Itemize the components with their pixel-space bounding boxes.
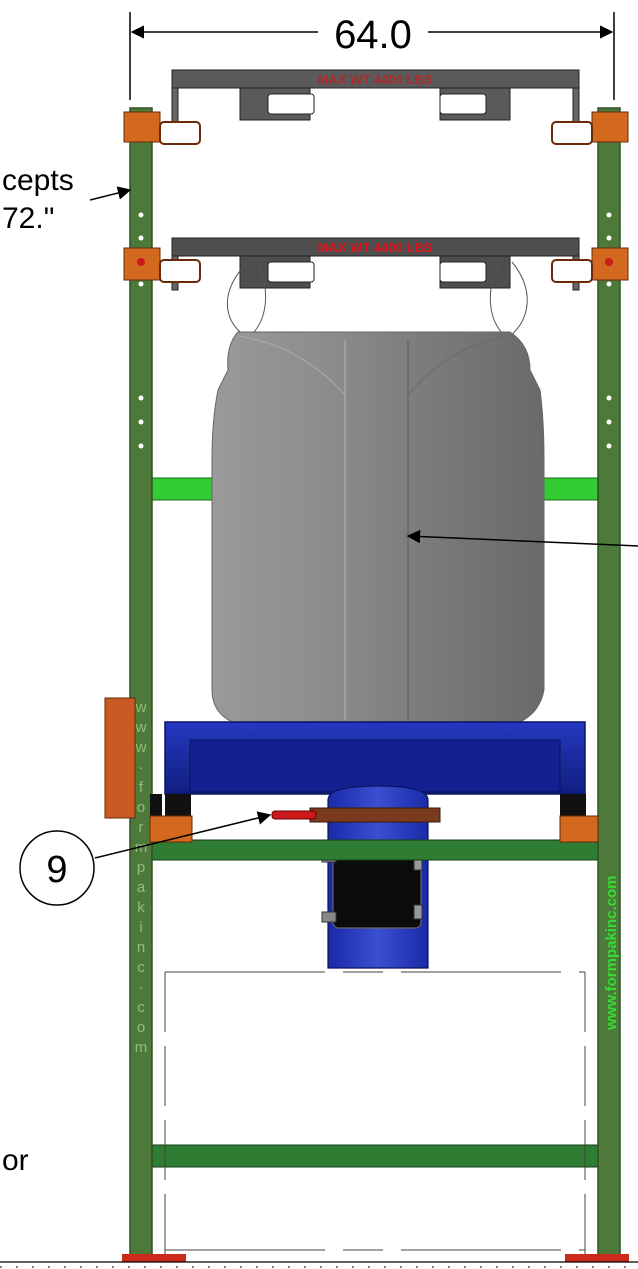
table-foot-left <box>165 794 191 816</box>
door-clamp-bottom <box>321 911 337 923</box>
bulk-bag <box>211 331 545 723</box>
bag-loop-left-outer <box>226 261 249 337</box>
left-post-hole <box>138 419 144 425</box>
bag-fold-right <box>407 335 511 396</box>
lower-bag-hanger: MAX WT 4400 LBS <box>171 237 580 291</box>
bag-fold-left <box>237 335 346 396</box>
base-pad-left <box>122 1254 186 1262</box>
upper-beam <box>171 69 580 89</box>
left-post-branding-letter: n <box>137 939 145 956</box>
bag-loop-right-outer <box>509 261 528 337</box>
left-post-branding-letter: w <box>135 719 147 736</box>
left-post-branding-letter: c <box>137 959 145 976</box>
width-dimension: 64.0 <box>129 12 615 100</box>
callout-text-line2: 72." <box>2 202 54 235</box>
lower-loop-slot-right <box>439 261 487 283</box>
item-balloon <box>19 830 95 906</box>
left-post-hole <box>138 235 144 241</box>
bracket-lower-left-clip <box>159 259 201 283</box>
upper-bag-hanger: MAX WT 4400 LBS <box>171 69 580 129</box>
right-post-hole <box>606 443 612 449</box>
left-side-bracket <box>104 697 136 819</box>
callout-leader-balloon <box>94 811 272 859</box>
bag-support-table <box>164 721 586 816</box>
left-post-branding-letter: w <box>135 699 147 716</box>
bag-loop-left-inner <box>249 261 267 337</box>
bracket-upper-right-clip <box>551 121 593 145</box>
left-post-branding: www·formpakinc·com <box>135 699 148 1056</box>
upper-beam-weight-label: MAX WT 4400 LBS <box>318 72 433 87</box>
left-post-hole <box>138 212 144 218</box>
right-post-hole <box>606 419 612 425</box>
left-post-hole <box>138 443 144 449</box>
dimension-value: 64.0 <box>334 13 412 57</box>
door-hinge-bottom <box>413 904 423 920</box>
bracket-upper-left-clip <box>159 121 201 145</box>
left-post-branding-letter: r <box>139 819 144 836</box>
lower-beam-weight-label: MAX WT 4400 LBS <box>318 240 433 255</box>
left-post-hole <box>138 281 144 287</box>
left-post-branding-letter: f <box>139 779 144 796</box>
left-post-branding-letter: a <box>137 879 146 896</box>
left-post-branding-letter: w <box>135 739 147 756</box>
left-post-branding-letter: o <box>137 1019 145 1036</box>
upper-loop-slot-right <box>439 93 487 115</box>
bracket-lower-right-pin <box>605 258 613 266</box>
item-balloon-number: 9 <box>46 849 67 891</box>
right-table-bracket <box>559 815 599 843</box>
bag-loop-right-inner <box>489 261 506 337</box>
base-pad-right <box>565 1254 629 1262</box>
left-post-branding-letter: · <box>139 979 144 996</box>
receiving-container-outline <box>164 971 586 1260</box>
slide-gate <box>309 807 441 823</box>
left-post-branding-letter: c <box>137 999 145 1016</box>
lower-loop-slot-left <box>267 261 315 283</box>
left-post-branding-letter: m <box>135 839 148 856</box>
table-foot-right <box>560 794 586 816</box>
right-post-hole <box>606 212 612 218</box>
left-post-branding-letter: · <box>139 759 144 776</box>
lower-crossbar-upper <box>149 839 603 861</box>
left-post-branding-letter: i <box>139 919 142 936</box>
hanger-brackets <box>123 111 629 843</box>
left-post-pad <box>150 794 162 816</box>
right-post-branding: www.formpakinc.com <box>603 876 620 1031</box>
bracket-upper-right <box>591 111 629 143</box>
left-post-branding-letter: m <box>135 1039 148 1056</box>
lower-crossbar-bottom <box>149 1144 603 1168</box>
bracket-lower-left-pin <box>137 258 145 266</box>
bag-loops <box>226 261 528 337</box>
bracket-lower-right-clip <box>551 259 593 283</box>
callout-text-bottom: or <box>2 1144 29 1177</box>
left-post-hole <box>138 395 144 401</box>
table-inner-panel <box>189 739 561 793</box>
right-upright: www.formpakinc.com <box>559 107 621 1259</box>
left-upright: www·formpakinc·com <box>104 107 162 1259</box>
lower-beam <box>171 237 580 257</box>
callout-leader-post <box>89 186 132 201</box>
callout-leader-bag <box>406 529 638 547</box>
upper-loop-slot-left <box>267 93 315 115</box>
bag-body <box>211 331 545 723</box>
left-post-branding-letter: p <box>137 859 145 876</box>
left-post-branding-letter: o <box>137 799 145 816</box>
right-post-hole <box>606 395 612 401</box>
right-post-hole <box>606 235 612 241</box>
slide-gate-handle <box>271 810 317 820</box>
bracket-upper-left <box>123 111 161 143</box>
discharge-spout <box>271 785 441 969</box>
callout-text-line1: cepts <box>2 164 74 197</box>
left-post-branding-letter: k <box>137 899 145 916</box>
left-table-bracket <box>149 815 193 843</box>
right-post-hole <box>606 281 612 287</box>
